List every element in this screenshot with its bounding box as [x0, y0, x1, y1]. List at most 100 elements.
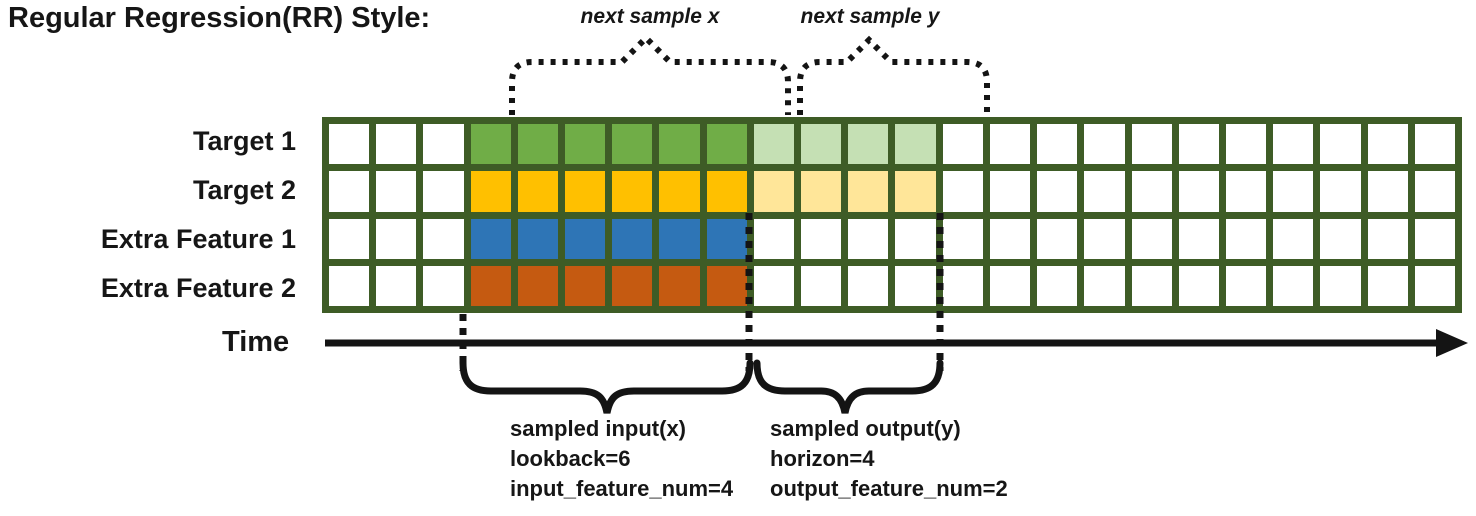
grid-cell [1320, 218, 1361, 259]
grid-cell [942, 171, 983, 212]
grid-cell [848, 124, 889, 165]
grid-cell [659, 265, 700, 306]
grid-cell [612, 218, 653, 259]
sampled-output-brace [753, 359, 944, 414]
grid-cell [423, 218, 464, 259]
grid-cell [942, 265, 983, 306]
grid-cell [801, 171, 842, 212]
grid-cell [989, 218, 1031, 259]
grid-cell [517, 218, 559, 259]
grid-cell [895, 124, 936, 165]
grid-cell [517, 124, 559, 165]
grid-cell [423, 265, 464, 306]
grid-cell [565, 265, 606, 306]
caption-line: sampled input(x) [510, 416, 687, 441]
grid-cell [423, 171, 464, 212]
grid-cell [1320, 171, 1361, 212]
grid-cell [1414, 265, 1455, 306]
grid-cell [895, 171, 936, 212]
grid-cell [1131, 124, 1172, 165]
grid-cell [1178, 218, 1219, 259]
grid-cell [1225, 265, 1267, 306]
grid-cell [848, 265, 889, 306]
grid-cell [565, 124, 606, 165]
row-label: Target 2 [192, 175, 296, 205]
grid-cell [376, 218, 417, 259]
grid-cell [1037, 218, 1078, 259]
sampled-input-caption: sampled input(x) lookback=6 input_feature_… [510, 414, 733, 504]
grid-cell [706, 124, 747, 165]
grid-cell [895, 265, 936, 306]
grid-cell [1131, 218, 1172, 259]
caption-line: horizon=4 [770, 446, 875, 471]
grid-cell [753, 171, 795, 212]
time-axis-arrowhead [1436, 329, 1468, 357]
grid-cell [1367, 171, 1408, 212]
grid-cell [612, 171, 653, 212]
grid-cell [329, 218, 370, 259]
grid-cell [470, 265, 511, 306]
caption-line: input_feature_num=4 [510, 476, 734, 501]
grid-cell [612, 265, 653, 306]
grid-cell [1037, 171, 1078, 212]
grid-cell [801, 218, 842, 259]
grid-cell [1273, 218, 1314, 259]
grid-cell [989, 265, 1031, 306]
grid-cell [1178, 124, 1219, 165]
caption-line: output_feature_num=2 [770, 476, 1008, 501]
row-label: Target 1 [192, 126, 296, 156]
grid-cell [1414, 124, 1455, 165]
grid-cell [989, 124, 1031, 165]
sampled-input-brace [459, 359, 754, 414]
grid-cell [942, 124, 983, 165]
caption-line: sampled output(y) [770, 416, 961, 441]
next-sample-y-brace [797, 35, 990, 115]
grid-cell [329, 124, 370, 165]
grid-cell [1084, 171, 1125, 212]
next-sample-x-label: next sample x [580, 5, 720, 28]
grid-cell [470, 171, 511, 212]
grid-cell [753, 218, 795, 259]
grid-cell [753, 265, 795, 306]
grid-cell [1084, 265, 1125, 306]
grid-cell [1131, 265, 1172, 306]
grid-cell [1037, 265, 1078, 306]
grid-cell [612, 124, 653, 165]
next-sample-x-brace [509, 33, 791, 115]
grid-cell [565, 218, 606, 259]
grid-cell [1225, 124, 1267, 165]
caption-line: lookback=6 [510, 446, 631, 471]
grid-cell [848, 171, 889, 212]
grid-cell [423, 124, 464, 165]
grid-cell [1273, 124, 1314, 165]
grid-cell [1178, 265, 1219, 306]
grid-cell [659, 124, 700, 165]
grid-cell [470, 218, 511, 259]
time-series-grid [322, 117, 1462, 313]
grid-cell [1131, 171, 1172, 212]
grid-cell [1320, 265, 1361, 306]
grid-cell [895, 218, 936, 259]
grid-cell [1084, 124, 1125, 165]
grid-cell [1414, 218, 1455, 259]
grid-cell [1225, 171, 1267, 212]
grid-cell [706, 218, 747, 259]
grid-cell [376, 124, 417, 165]
grid-cell [659, 218, 700, 259]
grid-cell [376, 265, 417, 306]
grid-cell [659, 171, 700, 212]
grid-cell [1367, 124, 1408, 165]
grid-cell [1084, 218, 1125, 259]
grid-cell [1367, 218, 1408, 259]
sampled-output-caption: sampled output(y) horizon=4 output_feature… [770, 414, 1008, 504]
grid-cell [1037, 124, 1078, 165]
grid-cell [942, 218, 983, 259]
grid-cell [376, 171, 417, 212]
grid-cell [1273, 171, 1314, 212]
grid-cell [565, 171, 606, 212]
grid-cell [753, 124, 795, 165]
grid-cell [1367, 265, 1408, 306]
grid-cell [989, 171, 1031, 212]
grid-cell [1273, 265, 1314, 306]
